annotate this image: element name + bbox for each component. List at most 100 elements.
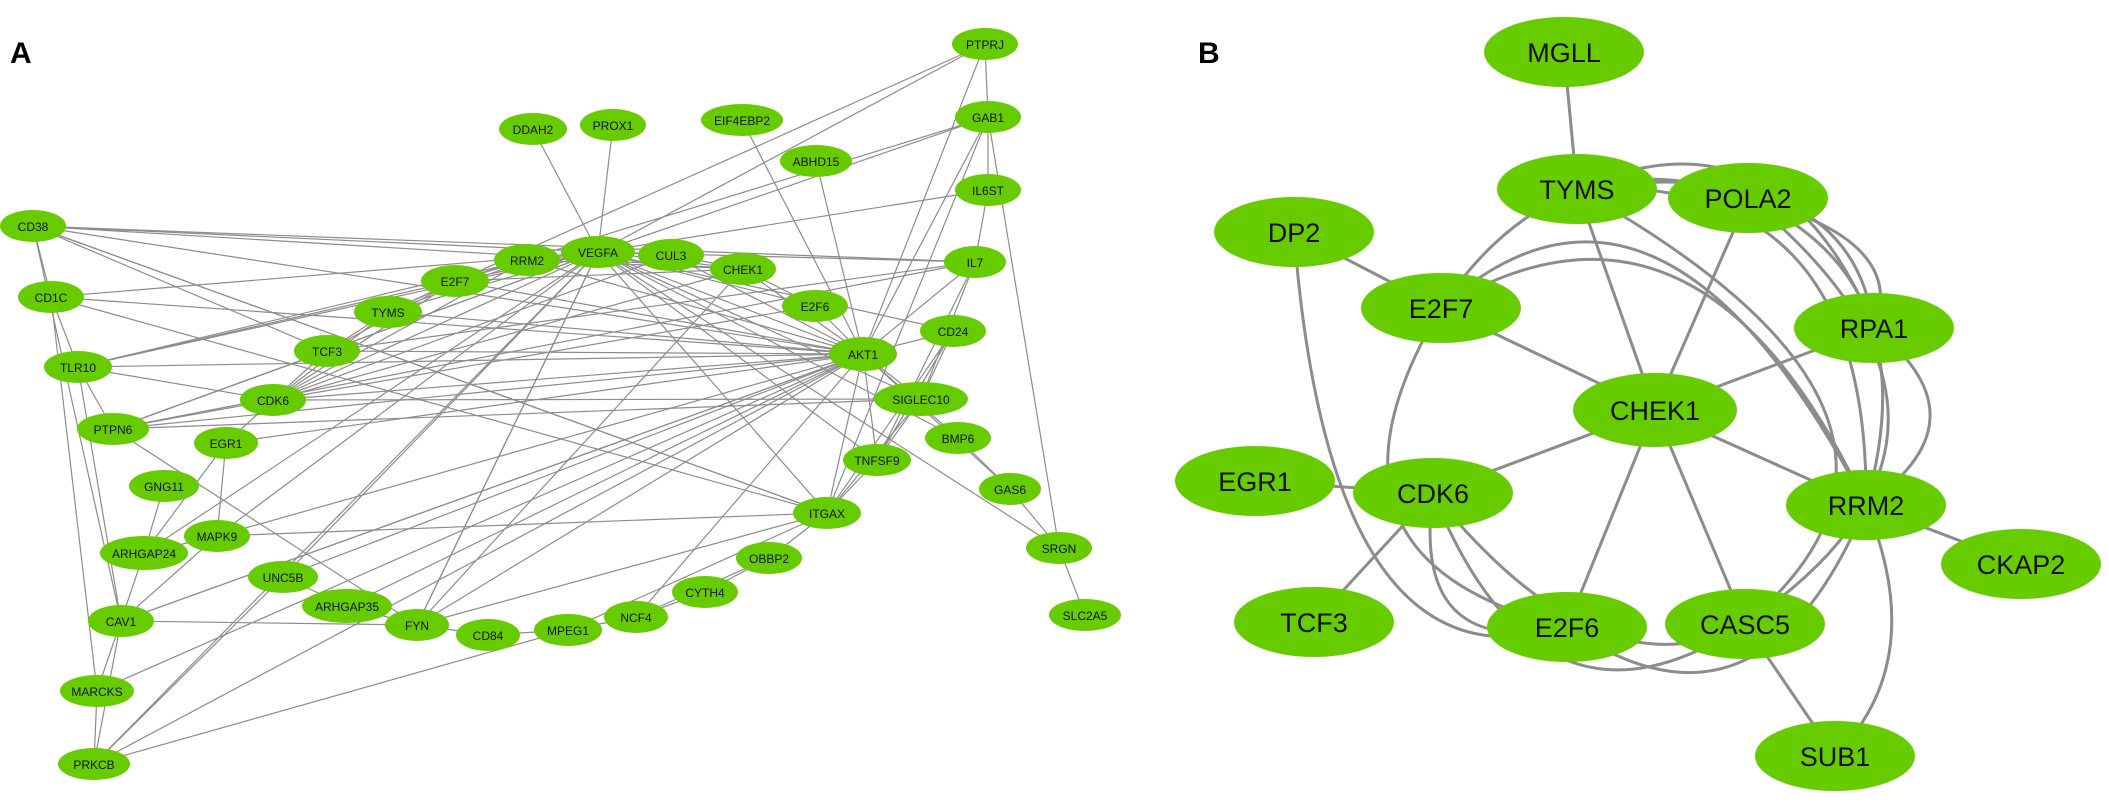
panel-a-node-gng11[interactable]: GNG11 bbox=[129, 470, 199, 502]
panel-a-node-arhgap35[interactable]: ARHGAP35 bbox=[302, 589, 392, 623]
panel-a-node-mapk9[interactable]: MAPK9 bbox=[184, 520, 250, 552]
panel-a-edge-tlr10-cdk6 bbox=[77, 366, 274, 401]
panel-a-node-e2f6[interactable]: E2F6 bbox=[782, 290, 848, 322]
panel-a-node-egr1[interactable]: EGR1 bbox=[194, 427, 258, 459]
panel-a-edge-gas6-akt1 bbox=[862, 353, 1011, 490]
panel-a-node-shape bbox=[248, 561, 318, 593]
panel-b-node-pola2[interactable]: POLA2 bbox=[1668, 163, 1828, 233]
panel-a-node-cd24[interactable]: CD24 bbox=[920, 315, 986, 347]
panel-a-edge-vegfa-tnfsf9 bbox=[597, 251, 878, 461]
panel-a-node-label: TNFSF9 bbox=[854, 454, 900, 468]
panel-b-node-shape bbox=[1175, 446, 1335, 516]
panel-a-node-ptprj[interactable]: PTPRJ bbox=[952, 28, 1018, 60]
panel-a-edge-vegfa-cdk6 bbox=[272, 251, 599, 401]
panel-a-node-tyms[interactable]: TYMS bbox=[354, 296, 422, 328]
panel-b-node-tcf3[interactable]: TCF3 bbox=[1234, 587, 1394, 657]
panel-a-node-obbp2[interactable]: OBBP2 bbox=[736, 542, 802, 574]
panel-a-edge-akt1-fyn bbox=[416, 353, 864, 626]
panel-a-edge-prkcb-akt1 bbox=[93, 353, 864, 765]
panel-a-node-bmp6[interactable]: BMP6 bbox=[925, 422, 991, 454]
panel-a-edge-siglec10-cdk6 bbox=[272, 398, 922, 401]
panel-a-node-cd84[interactable]: CD84 bbox=[456, 619, 520, 651]
panel-a-edge-chek1-cdk6 bbox=[272, 268, 744, 401]
panel-a-node-marcks[interactable]: MARCKS bbox=[60, 675, 134, 707]
panel-a-node-label: CUL3 bbox=[656, 249, 687, 263]
panel-a-node-tlr10[interactable]: TLR10 bbox=[44, 351, 112, 383]
panel-b-node-dp2[interactable]: DP2 bbox=[1214, 197, 1374, 267]
panel-a-node-tcf3[interactable]: TCF3 bbox=[294, 335, 360, 367]
panel-a-node-mpeg1[interactable]: MPEG1 bbox=[534, 614, 602, 646]
panel-a-node-ptpn6[interactable]: PTPN6 bbox=[77, 413, 149, 445]
panel-a-edge-itgax-cd38 bbox=[32, 225, 828, 514]
panel-a-node-eif4ebp2[interactable]: EIF4EBP2 bbox=[701, 104, 783, 136]
panel-a-node-il6st[interactable]: IL6ST bbox=[955, 174, 1021, 206]
panel-a-edge-akt1-cdk6 bbox=[272, 353, 864, 401]
panel-a-edge-chek1-fyn bbox=[416, 268, 744, 626]
panel-b-node-e2f7[interactable]: E2F7 bbox=[1361, 273, 1521, 343]
panel-b-edge-chek1-tyms bbox=[1575, 188, 1657, 411]
panel-b-node-rrm2[interactable]: RRM2 bbox=[1786, 470, 1946, 540]
panel-a-node-prkcb[interactable]: PRKCB bbox=[58, 748, 130, 780]
panel-b-curved-edge-rrm2-sub1 bbox=[1833, 504, 1894, 758]
panel-a-node-abhd15[interactable]: ABHD15 bbox=[780, 145, 852, 177]
panel-a-edge-ptprj-tyms bbox=[387, 43, 986, 313]
panel-a-node-srgn[interactable]: SRGN bbox=[1026, 532, 1092, 564]
panel-a-node-prox1[interactable]: PROX1 bbox=[580, 109, 646, 141]
panel-a-node-chek1[interactable]: CHEK1 bbox=[710, 253, 776, 285]
panel-a-node-shape bbox=[184, 520, 250, 552]
panel-a-node-e2f7[interactable]: E2F7 bbox=[421, 265, 489, 297]
panel-a-edge-cd24-itgax bbox=[826, 330, 954, 514]
panel-a-node-fyn[interactable]: FYN bbox=[385, 609, 449, 641]
panel-a-node-shape bbox=[701, 104, 783, 136]
panel-a-node-shape bbox=[240, 384, 306, 416]
panel-b-node-cdk6[interactable]: CDK6 bbox=[1353, 458, 1513, 528]
panel-a-node-shape bbox=[421, 265, 489, 297]
panel-a-node-cyth4[interactable]: CYTH4 bbox=[672, 576, 738, 608]
panel-b-node-rpa1[interactable]: RPA1 bbox=[1794, 293, 1954, 363]
panel-b-node-casc5[interactable]: CASC5 bbox=[1665, 589, 1825, 659]
panel-b-node-shape bbox=[1573, 373, 1737, 447]
panel-b-node-shape bbox=[1668, 163, 1828, 233]
panel-a-node-arhgap24[interactable]: ARHGAP24 bbox=[100, 536, 188, 570]
panel-a-node-ddah2[interactable]: DDAH2 bbox=[499, 113, 567, 145]
panel-b-node-egr1[interactable]: EGR1 bbox=[1175, 446, 1335, 516]
panel-a-node-cd1c[interactable]: CD1C bbox=[18, 281, 84, 313]
panel-a-edge-mapk9-itgax bbox=[216, 512, 828, 537]
panel-a-node-gas6[interactable]: GAS6 bbox=[979, 473, 1041, 505]
panel-a-node-slc2a5[interactable]: SLC2A5 bbox=[1049, 599, 1121, 631]
panel-a-node-shape bbox=[60, 675, 134, 707]
panel-b-node-label: RRM2 bbox=[1828, 491, 1905, 521]
panel-a-edge-tlr10-akt1 bbox=[77, 353, 864, 368]
panel-a-node-label: TCF3 bbox=[312, 345, 342, 359]
edges-panel-a bbox=[32, 43, 1086, 765]
panel-a-node-cav1[interactable]: CAV1 bbox=[88, 605, 154, 637]
panel-a-node-tnfsf9[interactable]: TNFSF9 bbox=[843, 444, 911, 476]
panel-b-node-label: DP2 bbox=[1268, 218, 1321, 248]
panel-a-node-ncf4[interactable]: NCF4 bbox=[604, 601, 668, 633]
panel-b-node-mgll[interactable]: MGLL bbox=[1484, 17, 1644, 87]
panel-a-node-akt1[interactable]: AKT1 bbox=[829, 337, 897, 371]
panel-b-node-ckap2[interactable]: CKAP2 bbox=[1941, 529, 2101, 599]
panel-a-node-rrm2[interactable]: RRM2 bbox=[494, 244, 560, 276]
panel-a-node-il7[interactable]: IL7 bbox=[944, 246, 1006, 278]
panel-a-node-itgax[interactable]: ITGAX bbox=[793, 497, 861, 529]
panel-a-node-siglec10[interactable]: SIGLEC10 bbox=[874, 382, 968, 416]
panel-b-node-e2f6[interactable]: E2F6 bbox=[1487, 592, 1647, 662]
panel-a-node-unc5b[interactable]: UNC5B bbox=[248, 561, 318, 593]
panel-a-node-cul3[interactable]: CUL3 bbox=[638, 239, 704, 271]
panel-a-node-cd38[interactable]: CD38 bbox=[0, 210, 66, 242]
panel-a-node-cdk6[interactable]: CDK6 bbox=[240, 384, 306, 416]
panel-a-node-gab1[interactable]: GAB1 bbox=[955, 101, 1021, 133]
panel-a-node-label: ARHGAP24 bbox=[112, 547, 176, 561]
panel-a-node-shape bbox=[294, 335, 360, 367]
panel-a-node-vegfa[interactable]: VEGFA bbox=[561, 236, 635, 268]
panel-b-node-chek1[interactable]: CHEK1 bbox=[1573, 373, 1737, 447]
panel-b-node-tyms[interactable]: TYMS bbox=[1497, 154, 1657, 224]
panel-a-node-label: OBBP2 bbox=[749, 552, 789, 566]
panel-b-node-shape bbox=[1755, 721, 1915, 791]
panel-a-node-shape bbox=[955, 101, 1021, 133]
panel-b-node-sub1[interactable]: SUB1 bbox=[1755, 721, 1915, 791]
panel-a-edge-cd1c-itgax bbox=[50, 296, 828, 514]
panel-a-edge-akt1-tnfsf9 bbox=[862, 353, 878, 461]
